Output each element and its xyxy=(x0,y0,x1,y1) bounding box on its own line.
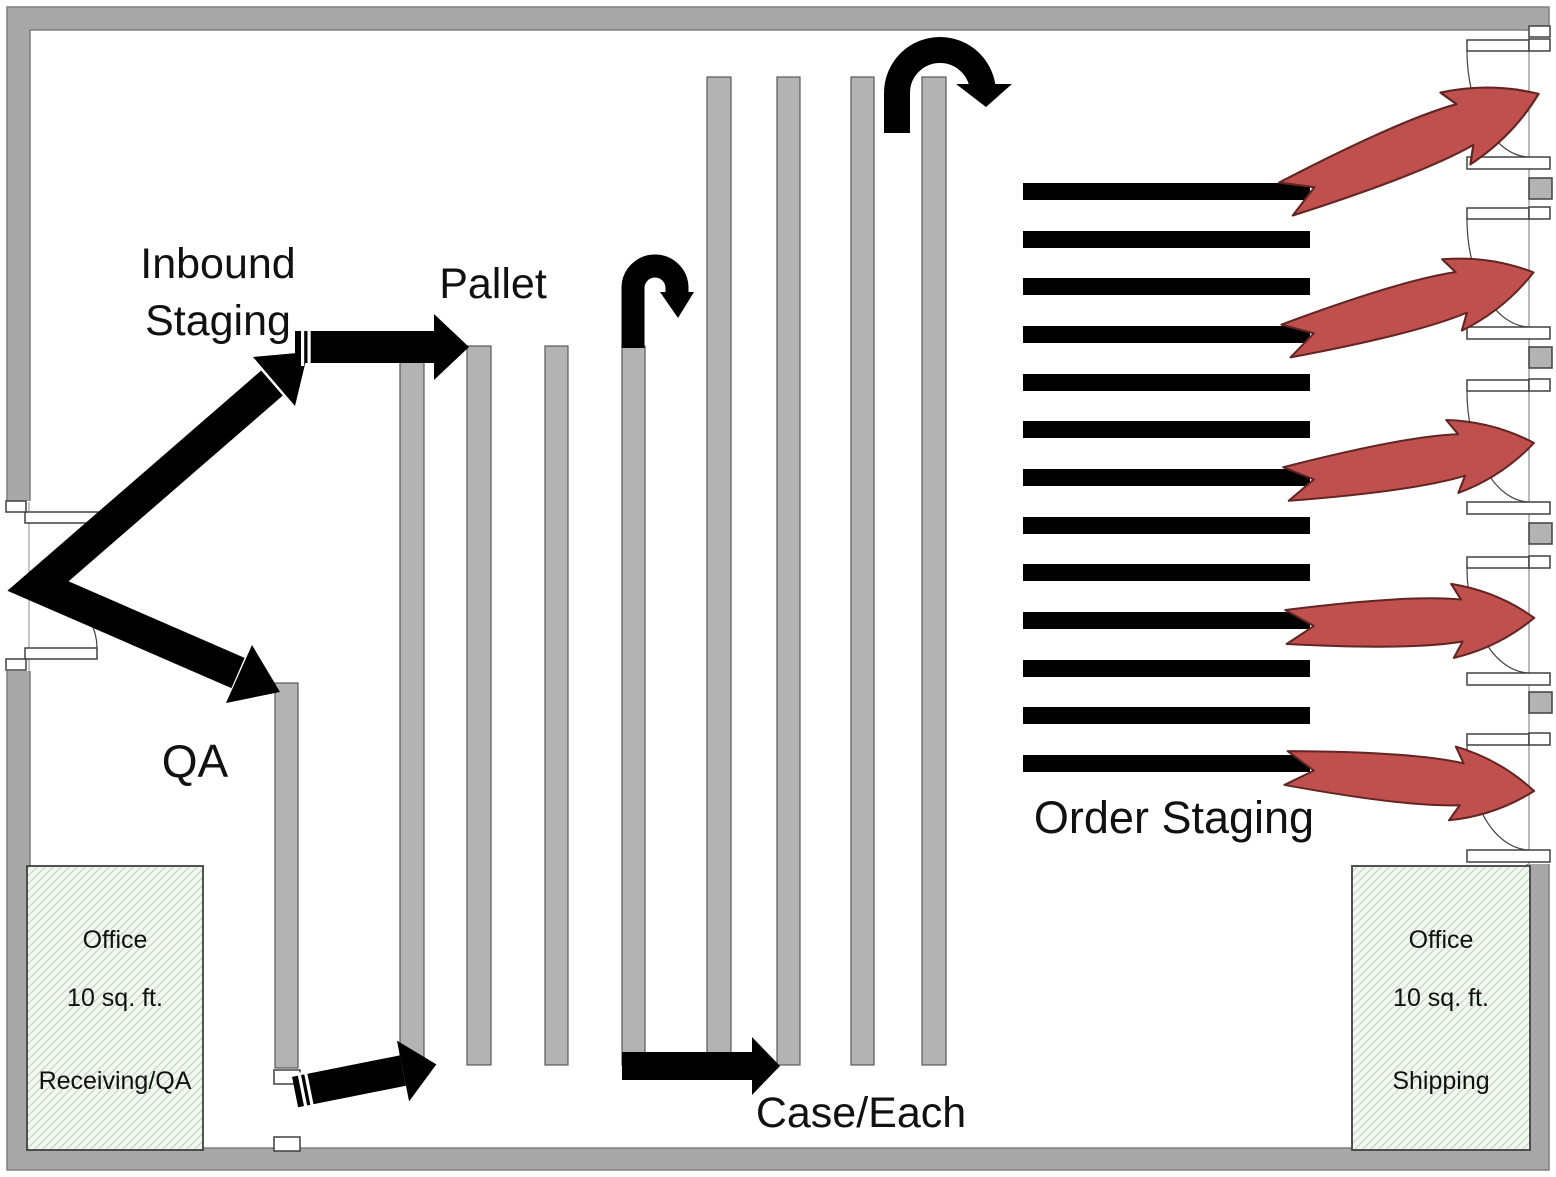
receiving-office-name: Office xyxy=(82,926,148,954)
case-each-arrow xyxy=(622,1037,780,1095)
shipping-office-room xyxy=(1351,865,1531,1151)
staging-lane xyxy=(1023,707,1310,724)
receiving-office-function: Receiving/QA xyxy=(38,1067,192,1095)
qa-to-case-arrow xyxy=(292,1040,437,1110)
outbound-arrow-2 xyxy=(1275,235,1545,378)
inbound-staging-label: Inbound Staging xyxy=(140,240,296,345)
arrowhead-to-qa xyxy=(226,645,280,703)
rack-row-4 xyxy=(621,345,646,1066)
arrowhead-to-inbound xyxy=(253,352,308,406)
pallet-uturn-arrow xyxy=(621,254,694,348)
order-staging-label: Order Staging xyxy=(1033,792,1315,843)
rack-row-6 xyxy=(776,76,801,1066)
staging-lane xyxy=(1023,469,1310,486)
rack-row-3 xyxy=(544,345,569,1066)
qa-rack xyxy=(274,682,299,1069)
dock-door-1 xyxy=(1466,38,1553,200)
storage-racks xyxy=(274,76,947,1069)
dock-top-tab xyxy=(1528,25,1551,38)
shipping-office-function: Shipping xyxy=(1392,1067,1490,1095)
staging-lane xyxy=(1023,278,1310,295)
staging-lane xyxy=(1023,517,1310,534)
inbound-to-pallet-arrow xyxy=(295,314,469,380)
staging-lane xyxy=(1023,231,1310,248)
receiving-office-room xyxy=(26,865,204,1151)
receiving-office-size: 10 sq. ft. xyxy=(67,984,163,1012)
rack-row-8 xyxy=(921,76,947,1066)
staging-lane xyxy=(1023,326,1310,343)
rack-row-7 xyxy=(850,76,875,1066)
staging-lane xyxy=(1023,183,1310,200)
staging-lane xyxy=(1023,612,1310,629)
staging-lane xyxy=(1023,421,1310,438)
rack-row-1 xyxy=(399,361,425,1066)
pallet-label: Pallet xyxy=(439,260,547,308)
staging-lane xyxy=(1023,374,1310,391)
dock-door-3 xyxy=(1466,378,1553,545)
receiving-split-arrow xyxy=(7,352,308,703)
dock-door-5 xyxy=(1466,732,1551,863)
shipping-office-name: Office xyxy=(1408,926,1474,954)
outbound-arrow-4 xyxy=(1283,579,1537,666)
shipping-office-size: 10 sq. ft. xyxy=(1393,984,1489,1012)
outbound-arrows xyxy=(1269,56,1555,829)
case-each-label: Case/Each xyxy=(755,1089,967,1137)
dock-door-2 xyxy=(1466,206,1553,369)
staging-lane xyxy=(1023,564,1310,581)
staging-lane xyxy=(1023,755,1310,772)
dock-doors xyxy=(1466,25,1553,863)
staging-lane xyxy=(1023,660,1310,677)
case-aisle-uturn-arrow xyxy=(884,37,1012,133)
rack-row-2 xyxy=(466,345,492,1066)
flow-arrows-black xyxy=(7,37,1012,1110)
qa-label: QA xyxy=(161,735,229,787)
order-staging-lanes xyxy=(1023,183,1310,772)
rack-row-5 xyxy=(706,76,732,1066)
